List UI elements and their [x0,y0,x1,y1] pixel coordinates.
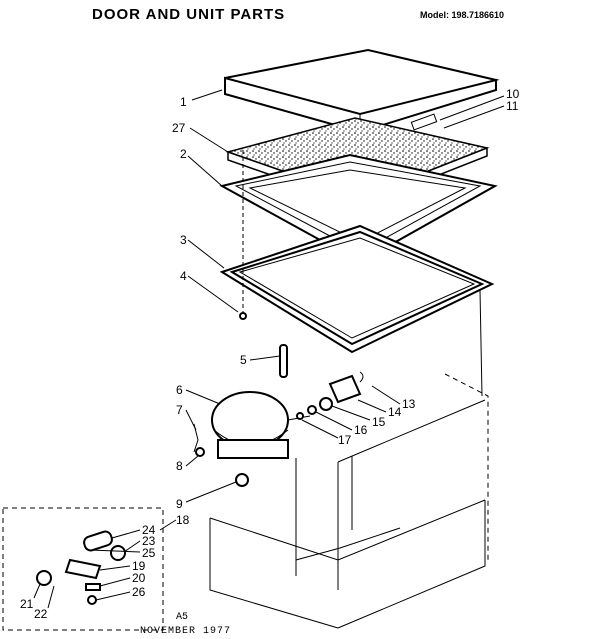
callout-labels: 1 27 2 3 4 5 6 7 8 9 10 11 13 14 15 16 1… [20,87,520,621]
callout-16: 16 [354,423,368,437]
inset-box [2,507,164,631]
callout-8: 8 [176,459,183,473]
callout-4: 4 [180,269,187,283]
footer-code: A5 [176,612,189,623]
footer-date: NOVEMBER 1977 [140,626,232,637]
callout-6: 6 [176,383,183,397]
callout-14: 14 [388,405,402,419]
callout-5: 5 [240,353,247,367]
callout-2: 2 [180,147,187,161]
door-liner [219,153,498,264]
relay [296,397,333,420]
callout-23: 23 [142,534,156,548]
callout-25: 25 [142,546,156,560]
diagram-title: DOOR AND UNIT PARTS [92,6,286,23]
callout-15: 15 [372,415,386,429]
callout-11: 11 [506,99,519,113]
callout-24: 24 [142,523,156,537]
callout-3: 3 [180,233,187,247]
model-number: Model: 198.7186610 [420,10,505,20]
callout-7: 7 [176,403,183,417]
callout-27: 27 [172,121,186,135]
inset-parts [36,530,126,605]
door-gasket [219,224,495,354]
relay-cover [328,371,364,404]
callout-20: 20 [132,571,146,585]
callout-17: 17 [338,433,352,447]
compressor [211,391,311,459]
callout-21: 21 [20,597,34,611]
leader-lines [33,89,505,609]
screw [239,150,247,320]
hinge-pin [279,344,288,378]
callout-9: 9 [176,497,183,511]
cabinet [209,289,489,629]
callout-10: 10 [506,87,520,101]
callout-1: 1 [180,95,187,109]
mount [235,473,249,487]
callout-19: 19 [132,559,146,573]
callout-18: 18 [176,513,190,527]
callout-26: 26 [132,585,146,599]
callout-13: 13 [402,397,416,411]
callout-22: 22 [34,607,48,621]
